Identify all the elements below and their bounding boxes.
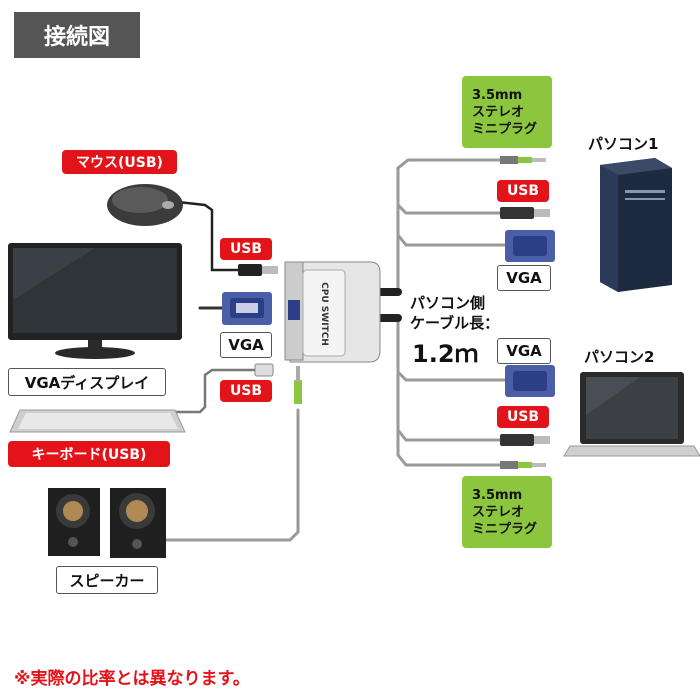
mouse-usb-plug-icon — [238, 264, 278, 276]
keyboard-cable — [173, 368, 257, 414]
pc2-label: パソコン2 — [584, 348, 655, 366]
pc2-audio-plug-icon — [500, 461, 546, 469]
right-speaker-icon — [110, 488, 166, 558]
pc1-vga-label: VGA — [497, 265, 551, 291]
pc1-tower-icon — [600, 158, 672, 292]
pc2-usb-label: USB — [497, 406, 549, 428]
pc1-label: パソコン1 — [588, 135, 659, 153]
keyboard-usb-label: USB — [220, 380, 272, 402]
pc1-audio-plug-label: 3.5mm ステレオ ミニプラグ — [462, 76, 552, 148]
speaker-audio-cable — [158, 408, 300, 542]
monitor-label: VGAディスプレイ — [8, 368, 166, 396]
mouse-icon — [107, 184, 183, 226]
keyboard-label: キーボード(USB) — [8, 441, 170, 467]
pc1-usb-label: USB — [497, 180, 549, 202]
pc2-audio-plug-label: 3.5mm ステレオ ミニプラグ — [462, 476, 552, 548]
mouse-label: マウス(USB) — [62, 150, 177, 174]
pc1-audio-plug-line: 3.5mm — [472, 87, 523, 103]
speaker-label: スピーカー — [56, 566, 158, 594]
mouse-usb-label: USB — [220, 238, 272, 260]
pc1-audio-plug-icon — [500, 156, 546, 164]
kvm-switch-icon: CPU SWITCH — [284, 261, 381, 363]
vga-monitor-icon — [8, 243, 182, 359]
cable-length-line2: ケーブル長： — [410, 314, 500, 332]
pc1-audio-plug-line: ミニプラグ — [472, 121, 538, 137]
pc2-laptop-icon — [563, 372, 700, 457]
speaker-audio-plug-icon — [294, 366, 302, 404]
pc1-bundle-audio — [370, 158, 514, 294]
footnote: ※実際の比率とは異なります。 — [14, 669, 250, 689]
pc2-audio-plug-line: ミニプラグ — [472, 521, 538, 537]
keyboard-usb-plug-icon — [254, 363, 274, 377]
pc1-bundle-vga — [370, 230, 507, 294]
pc2-audio-plug-line: 3.5mm — [472, 487, 523, 503]
pc1-usb-plug-icon — [500, 207, 550, 219]
pc2-vga-label: VGA — [497, 338, 551, 364]
monitor-vga-connector-icon — [222, 292, 272, 325]
cable-length-line1: パソコン側 — [410, 294, 486, 312]
pc1-bundle-usb — [370, 201, 514, 294]
pc1-vga-connector-icon — [505, 230, 555, 262]
pc2-usb-plug-icon — [500, 434, 550, 446]
mouse-cable — [176, 200, 240, 272]
kvm-switch-text: CPU SWITCH — [319, 282, 329, 346]
pc2-audio-plug-line: ステレオ — [472, 504, 525, 520]
pc1-audio-plug-line: ステレオ — [472, 104, 525, 120]
keyboard-icon — [9, 409, 186, 433]
monitor-vga-label: VGA — [220, 332, 272, 358]
left-speaker-icon — [48, 488, 100, 556]
cable-length-value: 1.2ｍ — [412, 340, 479, 368]
page-title: 接続図 — [14, 12, 140, 58]
pc2-vga-connector-icon — [505, 365, 555, 397]
